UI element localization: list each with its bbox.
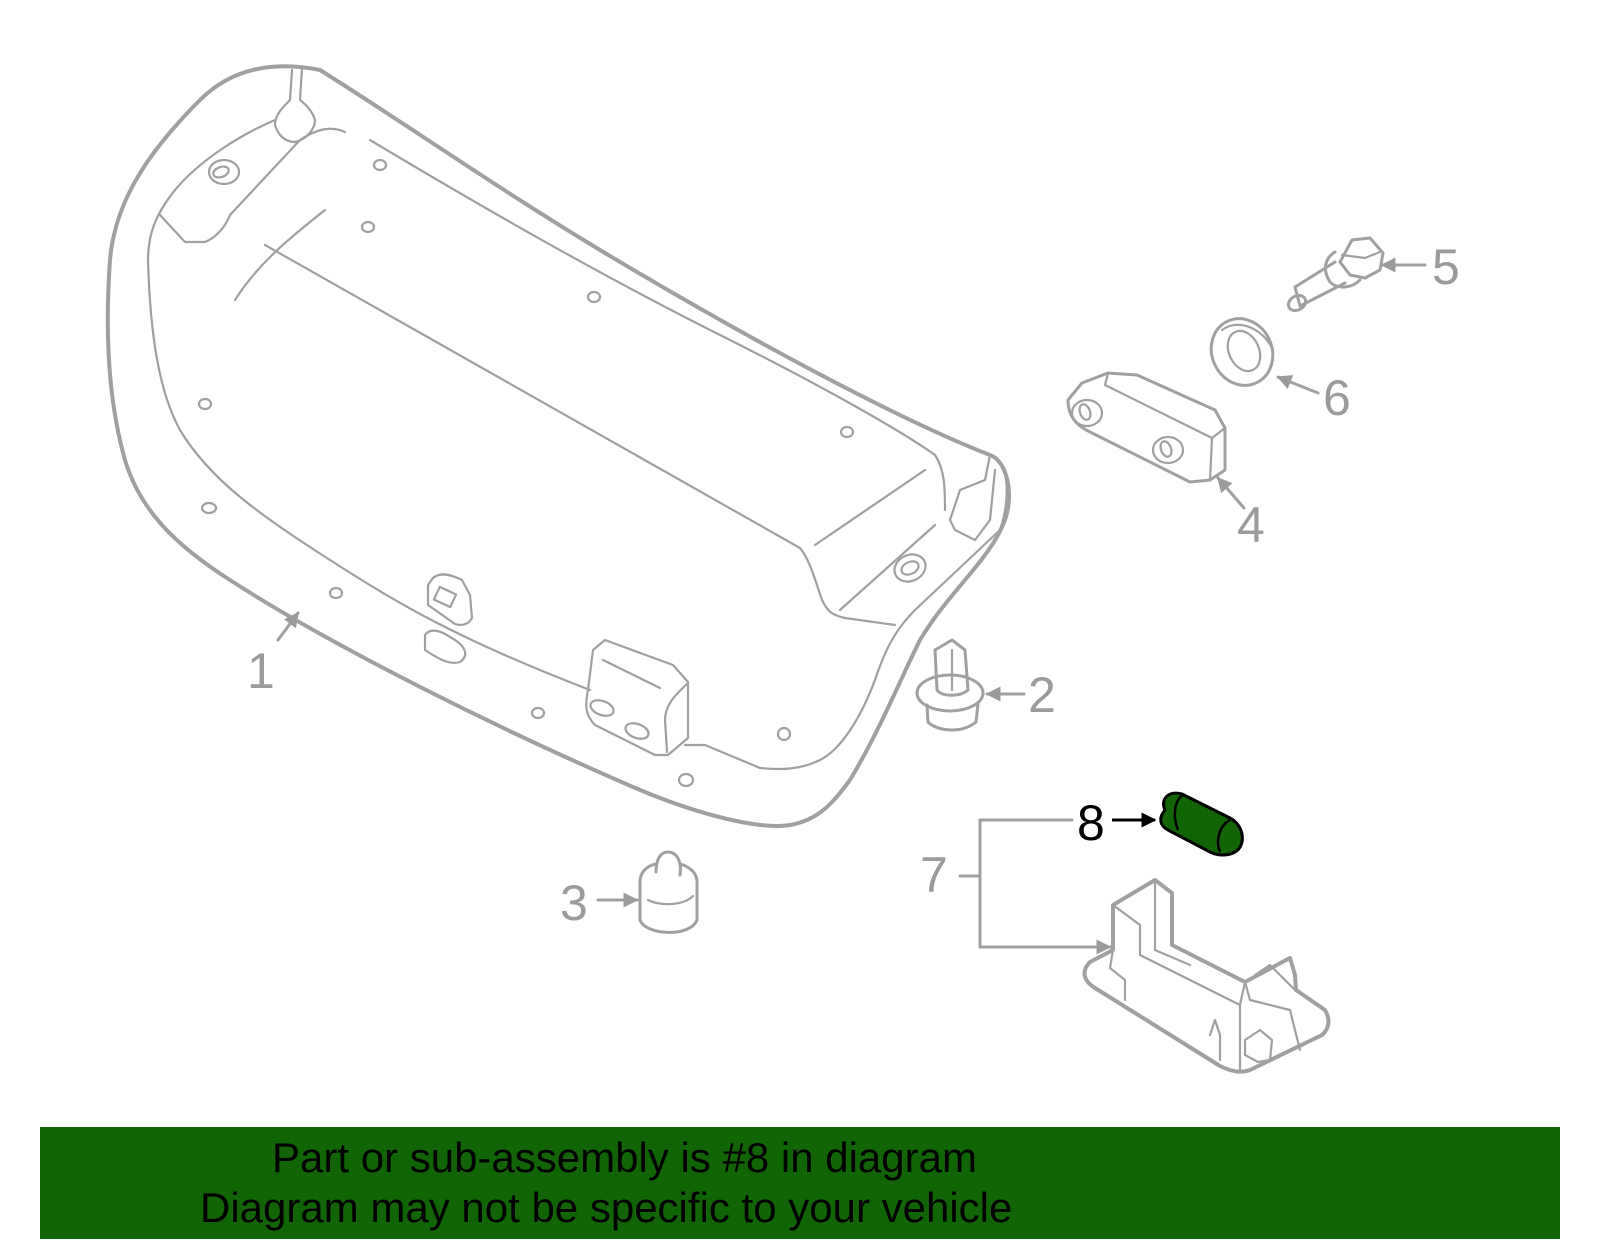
flange-bolt-drawing	[1286, 236, 1385, 313]
svg-text:7: 7	[920, 847, 948, 903]
callout-1: 1	[247, 611, 300, 699]
bracket-block-drawing	[1066, 371, 1227, 484]
banner-line-part-number: Part or sub-assembly is #8 in diagram	[272, 1134, 977, 1181]
svg-text:3: 3	[560, 875, 588, 931]
callout-5: 5	[1380, 239, 1460, 295]
svg-text:2: 2	[1028, 667, 1056, 723]
svg-text:6: 6	[1323, 370, 1351, 426]
callout-4: 4	[1216, 476, 1265, 553]
liftgate-trim-panel-drawing	[105, 64, 1011, 828]
callout-6: 6	[1276, 370, 1351, 426]
info-banner: Part or sub-assembly is #8 in diagram Di…	[40, 1127, 1560, 1239]
washer-drawing	[1209, 317, 1275, 387]
svg-text:5: 5	[1432, 239, 1460, 295]
callout-8-highlighted: 8	[1077, 795, 1157, 851]
bumper-stop-drawing	[638, 850, 699, 934]
svg-text:1: 1	[247, 643, 275, 699]
callout-3: 3	[560, 875, 639, 931]
bulb-drawing-highlighted	[1159, 791, 1244, 857]
push-clip-drawing	[915, 638, 985, 732]
lamp-assembly-drawing	[1082, 878, 1331, 1074]
callout-7: 7	[920, 818, 1112, 955]
svg-text:8: 8	[1077, 795, 1105, 851]
banner-line-disclaimer: Diagram may not be specific to your vehi…	[200, 1184, 1013, 1231]
callout-2: 2	[985, 667, 1056, 723]
